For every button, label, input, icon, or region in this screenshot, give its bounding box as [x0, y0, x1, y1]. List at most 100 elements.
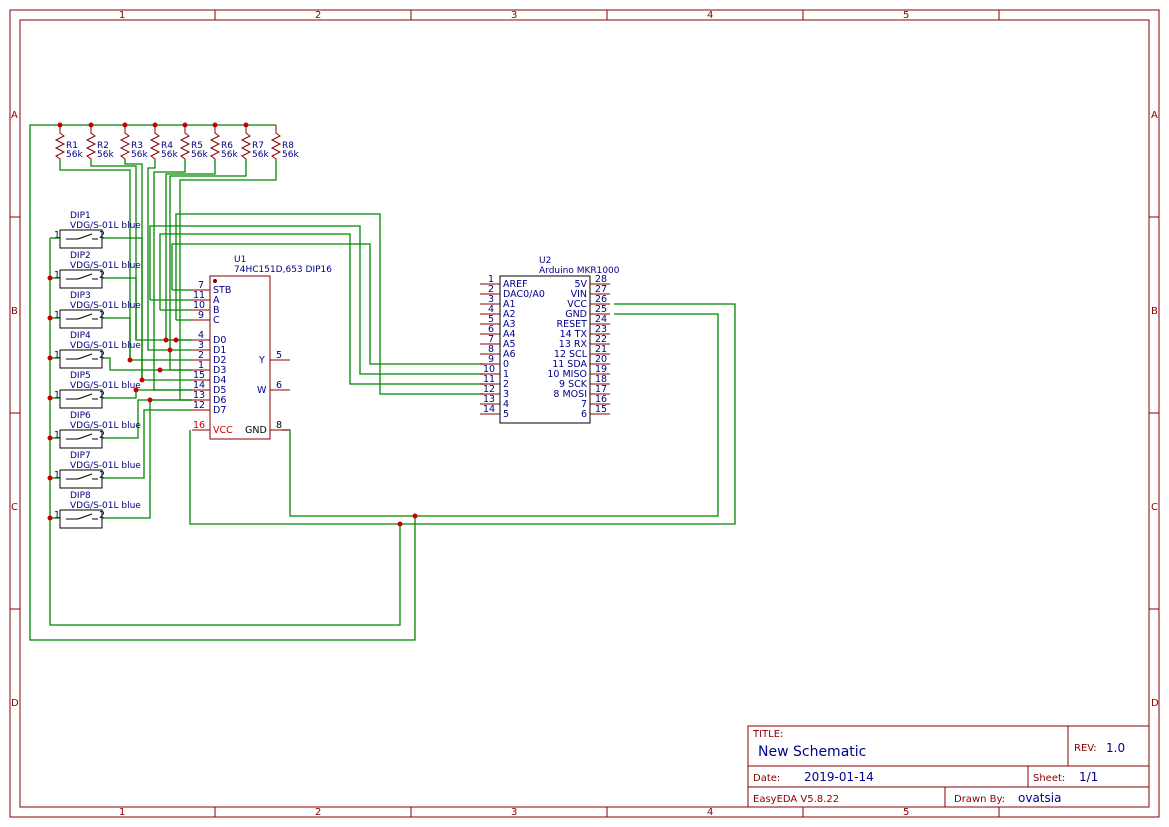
- pin-name: D1: [213, 345, 226, 356]
- rev-label: REV:: [1074, 743, 1097, 754]
- dip-pin2: 2: [99, 510, 105, 521]
- pin-name: 11 SDA: [552, 359, 587, 370]
- pin-num: 27: [595, 284, 607, 295]
- wire-dip7: [102, 409, 192, 479]
- resistor: R2 56k: [85, 125, 114, 160]
- resistor-value: 56k: [97, 150, 114, 160]
- pin-name: A4: [503, 329, 516, 340]
- junction-dot: [47, 275, 53, 281]
- dip-ref: DIP5: [70, 371, 91, 381]
- pin-num: 7: [488, 334, 494, 345]
- pin-num: 9: [198, 310, 204, 321]
- junction-dot: [47, 475, 53, 481]
- wire-sel-a: [149, 225, 484, 375]
- dip-switch: DIP7 VDG/S-01L blue 1 2: [54, 451, 141, 489]
- dip-ref: DIP2: [70, 251, 91, 261]
- dip-ref: DIP6: [70, 411, 91, 421]
- pin-num: 10: [483, 364, 495, 375]
- row-label-right: D: [1151, 698, 1159, 709]
- pin-num: 17: [595, 384, 607, 395]
- pin-num: 2: [488, 284, 494, 295]
- row-label-right: C: [1151, 502, 1158, 513]
- sheet-label: Sheet:: [1033, 773, 1065, 784]
- dip-pin2: 2: [99, 470, 105, 481]
- dip-ref: DIP8: [70, 491, 91, 501]
- col-label-top: 2: [315, 10, 321, 21]
- wire-dip6: [102, 399, 192, 439]
- wire-u1-vcc: [189, 303, 736, 525]
- resistor-ref: R5: [191, 141, 203, 151]
- junction-dot: [47, 515, 53, 521]
- pin-num: 14: [193, 380, 205, 391]
- dip-pin1: 1: [54, 270, 60, 281]
- ic-u1-multiplexer: U1 74HC151D,653 DIP16 7 11 10 9 4 3 2 1 …: [192, 255, 332, 440]
- dip-pin2: 2: [99, 230, 105, 241]
- col-label-bottom: 2: [315, 807, 321, 818]
- resistor: R3 56k: [119, 125, 148, 160]
- pin-num: 5: [488, 314, 494, 325]
- junction-dot: [47, 315, 53, 321]
- pin-name: W: [257, 385, 267, 396]
- pin-name: D4: [213, 375, 226, 386]
- u2-ref: U2: [539, 256, 551, 266]
- pin-name: 5V: [574, 279, 587, 290]
- resistor: R5 56k: [179, 125, 208, 160]
- wire-r2: [90, 160, 192, 341]
- pin-name: VIN: [571, 289, 587, 300]
- pin-name: A3: [503, 319, 516, 330]
- title-value: New Schematic: [758, 744, 866, 760]
- resistor-ref: R7: [252, 141, 264, 151]
- pin-name: Y: [258, 355, 265, 366]
- pin-num: 20: [595, 354, 607, 365]
- dip-ref: DIP1: [70, 211, 91, 221]
- pin-name: A6: [503, 349, 516, 360]
- junction-dot: [47, 395, 53, 401]
- pin-name: C: [213, 315, 220, 326]
- drawn-by-value: ovatsia: [1018, 791, 1061, 805]
- pin-num: 22: [595, 334, 607, 345]
- wire-r1: [59, 160, 192, 361]
- pin-num: 23: [595, 324, 607, 335]
- dip-value: VDG/S-01L blue: [70, 221, 141, 231]
- date-value: 2019-01-14: [804, 770, 874, 784]
- pin-name: D6: [213, 395, 226, 406]
- pin-name: AREF: [503, 279, 528, 290]
- pin-name: 0: [503, 359, 509, 370]
- pin-name: VCC: [567, 299, 587, 310]
- dip-pin1: 1: [54, 470, 60, 481]
- junction-dot: [167, 347, 173, 353]
- resistor-value: 56k: [131, 150, 148, 160]
- u1-ref: U1: [234, 255, 246, 265]
- pin-num: 26: [595, 294, 607, 305]
- pin-num: 14: [483, 404, 495, 415]
- date-label: Date:: [753, 773, 780, 784]
- row-label-left: B: [11, 306, 18, 317]
- pin-num: 24: [595, 314, 607, 325]
- pin-num: 10: [193, 300, 205, 311]
- dip-pin1: 1: [54, 430, 60, 441]
- dip-switch: DIP4 VDG/S-01L blue 1 2: [54, 331, 141, 369]
- pin-num: 2: [198, 350, 204, 361]
- resistor: R1 56k: [54, 125, 83, 160]
- title-block: TITLE: New Schematic REV: 1.0 Date: 2019…: [747, 725, 1150, 808]
- pin-num: 18: [595, 374, 607, 385]
- dip-pin1: 1: [54, 310, 60, 321]
- u1-value: 74HC151D,653 DIP16: [234, 265, 332, 275]
- dip-switch: DIP3 VDG/S-01L blue 1 2: [54, 291, 141, 329]
- pin-num: 13: [483, 394, 495, 405]
- pin-num: 4: [488, 304, 494, 315]
- pin-num: 16: [595, 394, 607, 405]
- pin-name: 8 MOSI: [553, 389, 587, 400]
- resistor: R7 56k: [240, 125, 269, 160]
- col-label-bottom: 4: [707, 807, 713, 818]
- col-label-bottom: 3: [511, 807, 517, 818]
- junction-dot: [127, 357, 133, 363]
- dip-ref: DIP4: [70, 331, 91, 341]
- pin-name: 4: [503, 399, 509, 410]
- pin-name: D2: [213, 355, 226, 366]
- pin-name: D5: [213, 385, 226, 396]
- row-label-right: B: [1151, 306, 1158, 317]
- wire-dip4: [102, 357, 192, 371]
- pin-name: VCC: [213, 425, 233, 436]
